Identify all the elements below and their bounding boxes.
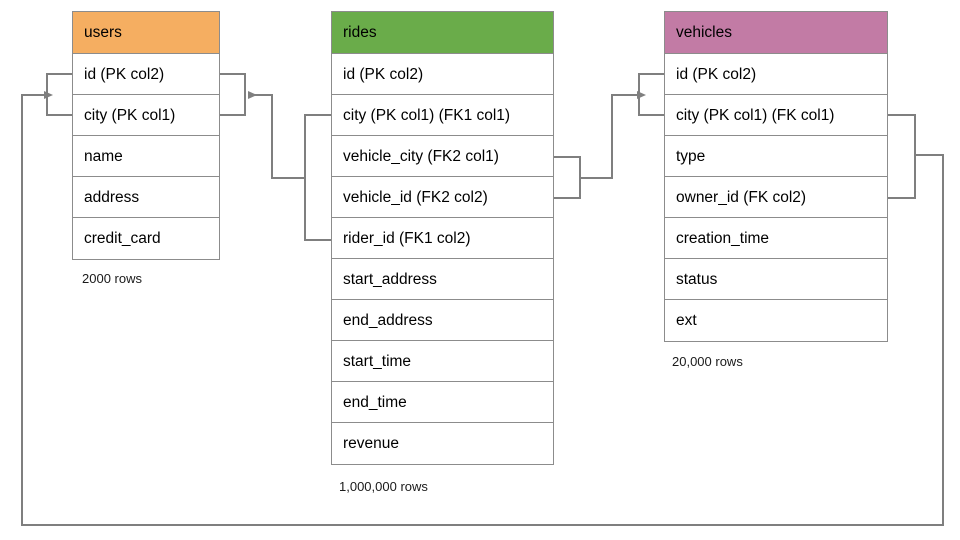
entity-rides-field-vehicle-id[interactable]: vehicle_id (FK2 col2) <box>332 177 553 218</box>
entity-rides-field-start-time[interactable]: start_time <box>332 341 553 382</box>
entity-users-field-id[interactable]: id (PK col2) <box>73 54 219 95</box>
entity-vehicles-title: vehicles <box>665 12 887 54</box>
entity-vehicles[interactable]: vehicles id (PK col2) city (PK col1) (FK… <box>664 11 888 342</box>
connector-rides-to-vehicles <box>554 91 646 199</box>
entity-rides-field-id[interactable]: id (PK col2) <box>332 54 553 95</box>
entity-users-field-name[interactable]: name <box>73 136 219 177</box>
entity-rides-field-start-address[interactable]: start_address <box>332 259 553 300</box>
entity-vehicles-row-count: 20,000 rows <box>672 354 743 369</box>
connector-rides-to-users <box>248 91 331 241</box>
entity-rides-field-vehicle-city[interactable]: vehicle_city (FK2 col1) <box>332 136 553 177</box>
entity-vehicles-field-id[interactable]: id (PK col2) <box>665 54 887 95</box>
entity-users-field-city[interactable]: city (PK col1) <box>73 95 219 136</box>
entity-rides-field-revenue[interactable]: revenue <box>343 435 400 452</box>
entity-users-row-count: 2000 rows <box>82 271 142 286</box>
entity-users-title: users <box>73 12 219 54</box>
entity-vehicles-field-type[interactable]: type <box>665 136 887 177</box>
entity-vehicles-field-owner-id[interactable]: owner_id (FK col2) <box>665 177 887 218</box>
entity-rides-row-count: 1,000,000 rows <box>339 479 428 494</box>
entity-vehicles-field-city[interactable]: city (PK col1) (FK col1) <box>665 95 887 136</box>
entity-vehicles-field-creation-time[interactable]: creation_time <box>665 218 887 259</box>
connector-vehicles-left-bracket <box>638 73 664 116</box>
entity-users-field-credit-card[interactable]: credit_card <box>84 230 161 247</box>
entity-users-field-address[interactable]: address <box>73 177 219 218</box>
entity-rides[interactable]: rides id (PK col2) city (PK col1) (FK1 c… <box>331 11 554 465</box>
entity-users[interactable]: users id (PK col2) city (PK col1) name a… <box>72 11 220 260</box>
entity-rides-field-rider-id[interactable]: rider_id (FK1 col2) <box>332 218 553 259</box>
entity-rides-field-end-time[interactable]: end_time <box>332 382 553 423</box>
entity-vehicles-field-ext[interactable]: ext <box>676 312 697 329</box>
entity-rides-field-end-address[interactable]: end_address <box>332 300 553 341</box>
entity-rides-title: rides <box>332 12 553 54</box>
connector-users-right-bracket <box>220 73 246 116</box>
entity-vehicles-field-status[interactable]: status <box>665 259 887 300</box>
entity-rides-field-city[interactable]: city (PK col1) (FK1 col1) <box>332 95 553 136</box>
connector-users-left-bracket <box>46 73 72 116</box>
